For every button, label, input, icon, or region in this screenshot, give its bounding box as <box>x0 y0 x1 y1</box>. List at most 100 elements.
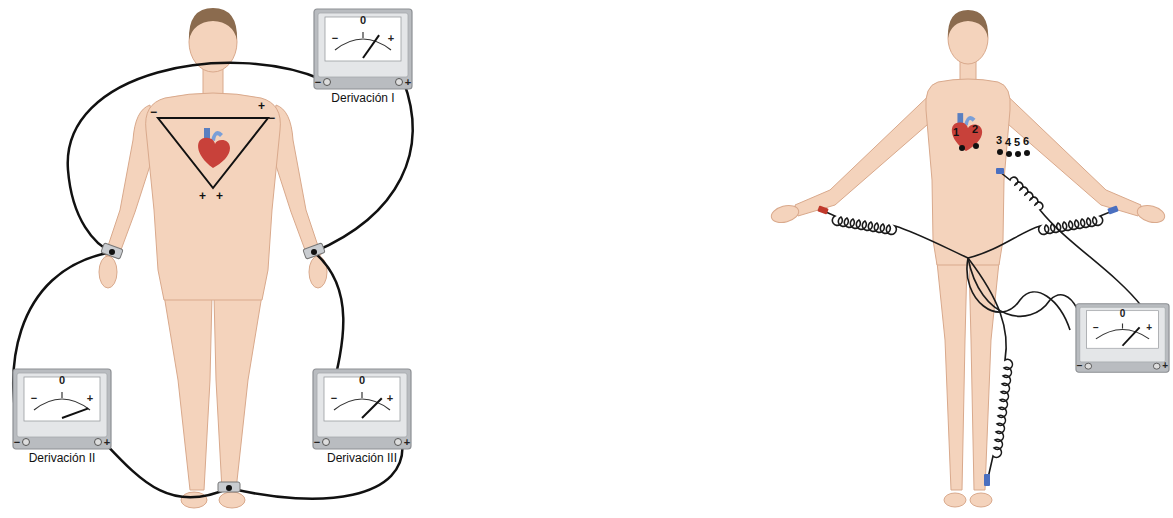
terminal-sign: + <box>1162 361 1168 371</box>
terminal-sign: − <box>14 436 20 447</box>
meter-face <box>317 373 407 437</box>
dial-scale <box>34 399 90 410</box>
heart-icon <box>198 128 230 168</box>
dial-zero: 0 <box>359 375 365 386</box>
electrode-tip-blue <box>984 474 990 486</box>
meter-terminal <box>1153 363 1160 369</box>
polarity-sign: + <box>216 190 223 202</box>
heart-shape <box>198 138 230 168</box>
lead-wire <box>13 252 112 440</box>
meter-terminal <box>95 439 102 446</box>
dial-tick <box>362 32 363 38</box>
meter-frame <box>1076 304 1169 372</box>
meter-needle <box>362 398 382 418</box>
dial-scale <box>335 39 391 50</box>
lead-wire <box>102 440 229 498</box>
meter-needle <box>62 408 88 418</box>
terminal-sign: + <box>405 76 411 87</box>
body-torso <box>146 93 281 300</box>
terminal-sign: + <box>404 436 410 447</box>
chest-point <box>1024 150 1030 156</box>
body-hair <box>948 10 988 38</box>
wire-joint <box>311 249 317 255</box>
meter-frame <box>13 369 111 449</box>
terminal-sign: − <box>1077 361 1083 371</box>
meter-face <box>1080 307 1166 362</box>
electrode-number: 5 <box>1014 137 1020 148</box>
electrode-number: 6 <box>1023 136 1029 147</box>
dial-zero: 0 <box>360 15 366 26</box>
wire-joints <box>109 249 317 491</box>
dial-sign: + <box>1146 323 1152 333</box>
dial-sign: − <box>332 32 338 43</box>
galvanometer: 0−+−+Derivación II <box>12 368 112 450</box>
body-arm <box>996 85 1141 216</box>
body-figure-left <box>99 12 327 508</box>
dial-sign: − <box>31 392 37 403</box>
dial-sign: − <box>331 392 337 403</box>
body-hand <box>99 256 117 288</box>
body-leg <box>937 262 967 490</box>
dial-scale <box>334 399 390 410</box>
chest-point <box>973 143 979 149</box>
lead-name: Derivación III <box>327 452 397 465</box>
body-foot <box>181 492 207 508</box>
wire-joint <box>226 485 232 491</box>
chest-point <box>997 149 1003 155</box>
heart-shape <box>952 122 982 151</box>
heart-icon <box>952 113 982 151</box>
electrode-number: 2 <box>972 124 978 135</box>
body-foot <box>970 493 992 507</box>
dial-sign: + <box>387 392 393 403</box>
polarity-sign: + <box>258 100 265 112</box>
polarity-sign: − <box>150 106 157 118</box>
dial-tick <box>61 392 62 398</box>
body-foot <box>944 493 966 507</box>
lead-wires <box>13 63 412 499</box>
coiled-cable <box>967 258 1070 330</box>
meter-frame <box>314 9 412 89</box>
electrode-number: 4 <box>1005 137 1011 148</box>
meter-terminal <box>23 439 30 446</box>
electrode-cuff <box>218 482 240 492</box>
heart-vessel <box>211 131 223 141</box>
coiled-cables <box>826 172 1161 478</box>
body-leg <box>214 295 262 490</box>
lead-wire <box>68 63 323 252</box>
chest-point <box>959 145 965 151</box>
lead-name: Derivación I <box>331 92 394 105</box>
lead-name: Derivación II <box>29 452 96 465</box>
terminal-sign: + <box>104 436 110 447</box>
electrode-number: 1 <box>953 127 959 138</box>
chest-point <box>1015 151 1021 157</box>
coiled-cable <box>968 258 1012 478</box>
body-hair <box>189 8 237 40</box>
lead-wire <box>314 80 413 252</box>
coiled-cable <box>968 212 1110 258</box>
body-leg <box>164 295 212 490</box>
dial-zero: 0 <box>1120 309 1126 319</box>
coiled-cable <box>968 258 1086 365</box>
body-hand <box>769 203 800 226</box>
electrode-tip-red <box>817 205 828 214</box>
dial-zero: 0 <box>59 375 65 386</box>
terminal-sign: − <box>315 76 321 87</box>
meter-terminal <box>395 439 402 446</box>
dial-sign: + <box>87 392 93 403</box>
terminal-sign: − <box>314 436 320 447</box>
dial-sign: + <box>388 32 394 43</box>
meter-terminal <box>324 79 331 86</box>
body-figure-right <box>769 12 1166 507</box>
electrode-tip-blue <box>996 168 1004 174</box>
dial-scale <box>1096 329 1149 338</box>
meter-terminal <box>1085 363 1092 369</box>
body-torso <box>926 79 1011 265</box>
body-hand <box>1135 203 1166 226</box>
meter-needle <box>1123 327 1140 345</box>
electrode-cuff <box>303 243 325 259</box>
dial-tick <box>361 392 362 398</box>
meter-face <box>318 13 408 77</box>
meter-frame <box>313 369 411 449</box>
